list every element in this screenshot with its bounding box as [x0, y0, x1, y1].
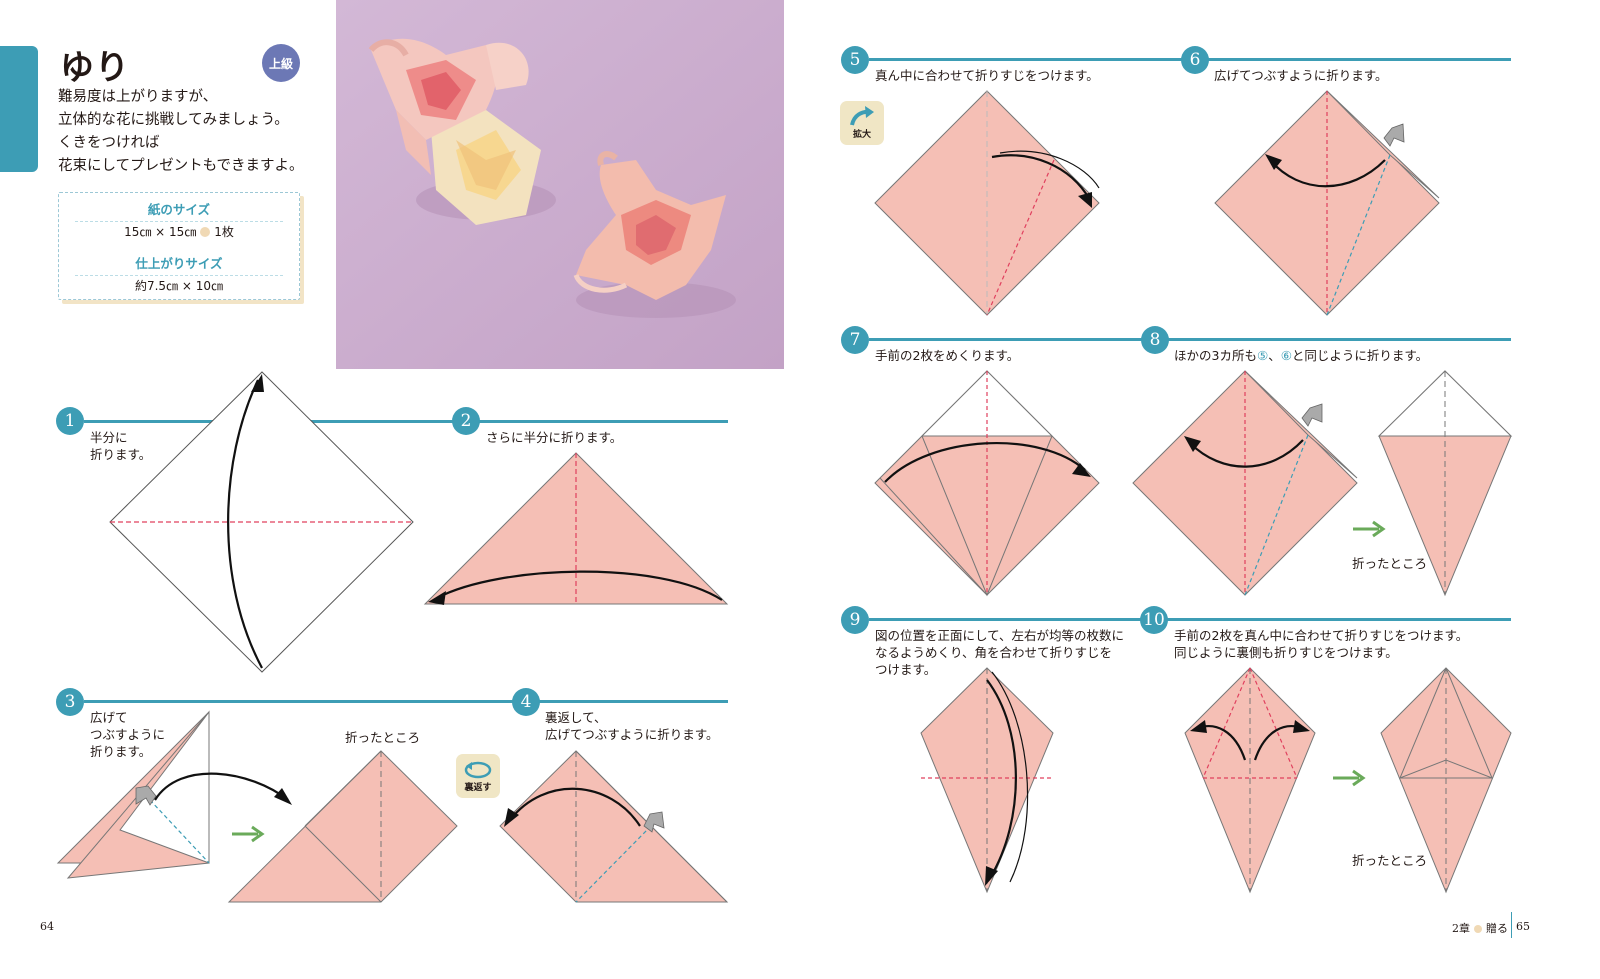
- step-10-caption: 手前の2枚を真ん中に合わせて折りすじをつけます。 同じように裏側も折りすじをつけ…: [1174, 627, 1468, 661]
- turn-over-badge: 裏返す: [456, 754, 500, 798]
- caption-line: 裏返して、: [545, 710, 607, 725]
- lily-photo: [336, 0, 784, 369]
- chapter-number: 2章: [1452, 922, 1470, 935]
- footer-divider: [1511, 912, 1512, 938]
- zoom-badge: 拡大: [840, 101, 884, 145]
- step-6-caption: 広げてつぶすように折ります。: [1214, 68, 1388, 83]
- step-3-result-label: 折ったところ: [345, 730, 421, 745]
- caption-part: ほかの3カ所も: [1174, 348, 1257, 363]
- caption-line: 折ります。: [90, 744, 152, 759]
- step-1-caption: 半分に 折ります。: [90, 429, 151, 463]
- turn-over-icon: [464, 761, 492, 778]
- caption-line: 広げて: [90, 710, 128, 725]
- caption-part: と同じように折ります。: [1291, 348, 1429, 363]
- step-number-2: 2: [452, 407, 480, 435]
- chapter-footer: 2章 贈る: [1452, 920, 1508, 936]
- step-8-caption: ほかの3カ所も⑤、⑥と同じように折ります。: [1174, 347, 1428, 364]
- caption-part: 、: [1268, 348, 1281, 363]
- separator-dot-icon: [1474, 925, 1482, 933]
- step-number-10: 10: [1140, 606, 1168, 634]
- step-number-5: 5: [841, 46, 869, 74]
- chapter-title: 贈る: [1486, 922, 1508, 935]
- step-5-caption: 真ん中に合わせて折りすじをつけます。: [875, 68, 1099, 83]
- finished-size-label: 仕上がりサイズ: [75, 253, 283, 276]
- step-9-10-divider: [869, 618, 1511, 621]
- step-1-divider: [84, 420, 728, 423]
- step-7-caption: 手前の2枚をめくります。: [875, 348, 1020, 363]
- intro-line: 立体的な花に挑戦してみましょう。: [58, 112, 289, 128]
- zoom-arrow-icon: [850, 105, 874, 126]
- intro-line: くきをつければ: [58, 135, 160, 151]
- paper-size-value: 15㎝ × 15㎝ 1枚: [75, 223, 283, 240]
- finished-size-value: 約7.5㎝ × 10㎝: [134, 279, 224, 293]
- step-2-caption: さらに半分に折ります。: [486, 430, 623, 445]
- step-5-reference: ⑤: [1256, 348, 1269, 363]
- lily-photo-illustration: [336, 0, 784, 369]
- step-4-caption: 裏返して、 広げてつぶすように折ります。: [545, 709, 719, 743]
- caption-line: 同じように裏側も折りすじをつけます。: [1174, 645, 1398, 660]
- intro-line: 難易度は上がりますが、: [58, 89, 218, 105]
- step-3-caption: 広げて つぶすように 折ります。: [90, 709, 165, 760]
- intro-text: 難易度は上がりますが、 立体的な花に挑戦してみましょう。 くきをつければ 花束に…: [58, 86, 328, 178]
- caption-line: つぶすように: [90, 727, 166, 742]
- caption-line: 折ります。: [90, 447, 152, 462]
- caption-line: 図の位置を正面にして、左右が均等の枚数に: [875, 628, 1125, 643]
- caption-line: なるようめくり、角を合わせて折りすじを: [875, 645, 1113, 660]
- left-page-number: 64: [40, 920, 54, 933]
- right-page-number: 65: [1516, 920, 1530, 933]
- intro-line: 花束にしてプレゼントもできますよ。: [58, 158, 304, 174]
- caption-line: 半分に: [90, 430, 128, 445]
- paper-size-label: 紙のサイズ: [75, 199, 283, 222]
- step-10-result-label: 折ったところ: [1352, 853, 1428, 868]
- caption-line: 広げてつぶすように折ります。: [545, 727, 719, 742]
- zoom-label: 拡大: [852, 129, 871, 140]
- paper-count: 1枚: [214, 225, 234, 239]
- step-7-8-divider: [869, 338, 1511, 341]
- step-number-8: 8: [1141, 326, 1169, 354]
- size-info-box: 紙のサイズ 15㎝ × 15㎝ 1枚 仕上がりサイズ 約7.5㎝ × 10㎝: [58, 192, 300, 300]
- separator-dot-icon: [200, 227, 211, 237]
- step-3-divider: [84, 700, 728, 703]
- step-number-9: 9: [841, 606, 869, 634]
- step-number-6: 6: [1181, 46, 1209, 74]
- chapter-side-tab: [0, 46, 38, 172]
- step-8-result-label: 折ったところ: [1352, 556, 1428, 571]
- step-number-4: 4: [512, 688, 540, 716]
- step-number-3: 3: [56, 688, 84, 716]
- paper-size-dimensions: 15㎝ × 15㎝: [124, 225, 197, 239]
- turn-over-label: 裏返す: [464, 782, 492, 793]
- step-9-caption: 図の位置を正面にして、左右が均等の枚数に なるようめくり、角を合わせて折りすじを…: [875, 627, 1124, 678]
- step-number-1: 1: [56, 407, 84, 435]
- caption-line: 手前の2枚を真ん中に合わせて折りすじをつけます。: [1174, 628, 1469, 643]
- step-6-reference: ⑥: [1280, 348, 1292, 363]
- page-title: ゆり: [60, 48, 130, 88]
- difficulty-badge: 上級: [262, 44, 300, 82]
- step-number-7: 7: [841, 326, 869, 354]
- caption-line: つけます。: [875, 662, 937, 677]
